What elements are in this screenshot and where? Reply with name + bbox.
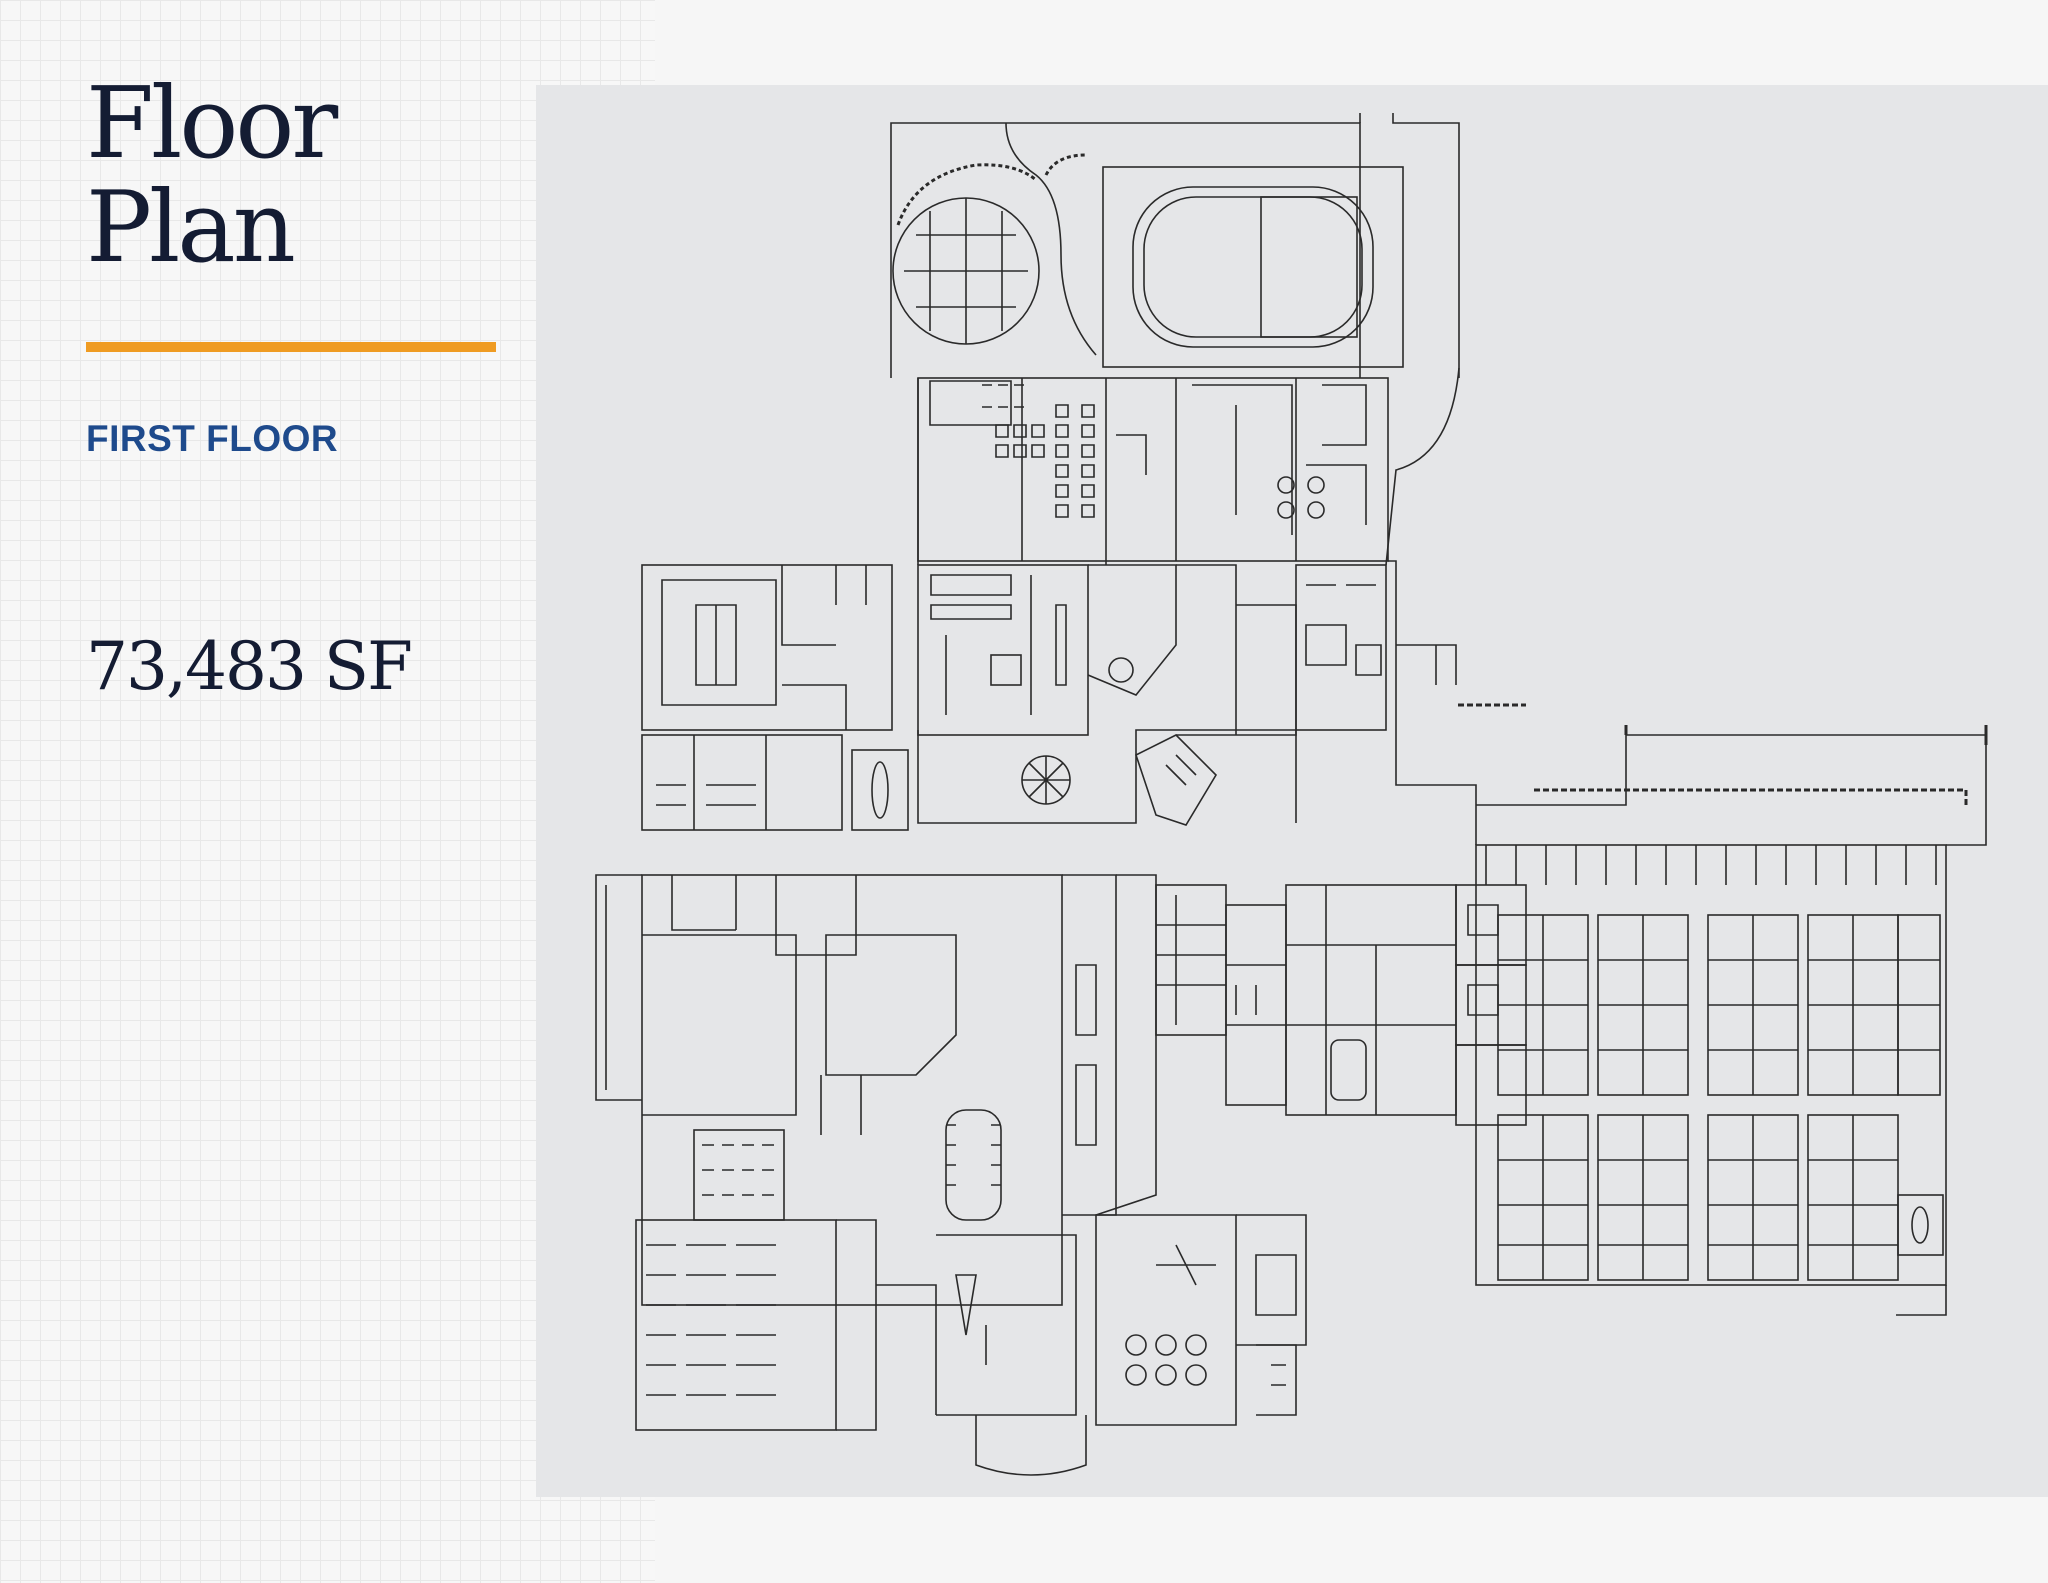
floor-plan-panel: [536, 85, 2048, 1497]
site-boundary: [890, 122, 1361, 378]
square-footage: 73,483 SF: [86, 628, 413, 705]
central-east-offices: [1285, 884, 1457, 1116]
north-wing: [917, 377, 1389, 562]
site-gate: [1359, 113, 1460, 378]
exterior-rail: [1458, 703, 1968, 805]
east-connector: [1388, 560, 1477, 845]
open-office-east: [1475, 844, 1947, 1286]
kitchen: [917, 564, 1089, 736]
east-conference: [1897, 1194, 1944, 1256]
curved-walkway: [1005, 122, 1097, 356]
page-title: Floor Plan: [86, 67, 338, 285]
south-east-lounge: [1095, 1214, 1237, 1426]
restroom-core: [1155, 884, 1227, 1036]
workstation-clusters: [1497, 914, 1941, 1281]
west-service-wing: [641, 564, 893, 731]
dining-tables: [982, 384, 1095, 518]
central-west-block: [641, 874, 1063, 1306]
title-line-1: Floor: [86, 67, 338, 181]
south-lobby: [936, 1234, 1077, 1416]
ramp: [1385, 367, 1460, 566]
west-classrooms: [641, 734, 843, 831]
feature-stair: [1135, 734, 1218, 826]
south-wing-classrooms: [635, 1219, 837, 1431]
accent-divider: [86, 342, 496, 352]
planter-arc: [896, 163, 1037, 226]
atrium: [917, 729, 1297, 824]
floor-plan-drawing: [595, 113, 1988, 1476]
track-field: [1102, 166, 1404, 368]
courtyard-plaza: [892, 197, 1040, 345]
floor-label: FIRST FLOOR: [86, 418, 339, 459]
title-line-2: Plan: [86, 171, 296, 285]
it-room-desks: [693, 1129, 785, 1221]
